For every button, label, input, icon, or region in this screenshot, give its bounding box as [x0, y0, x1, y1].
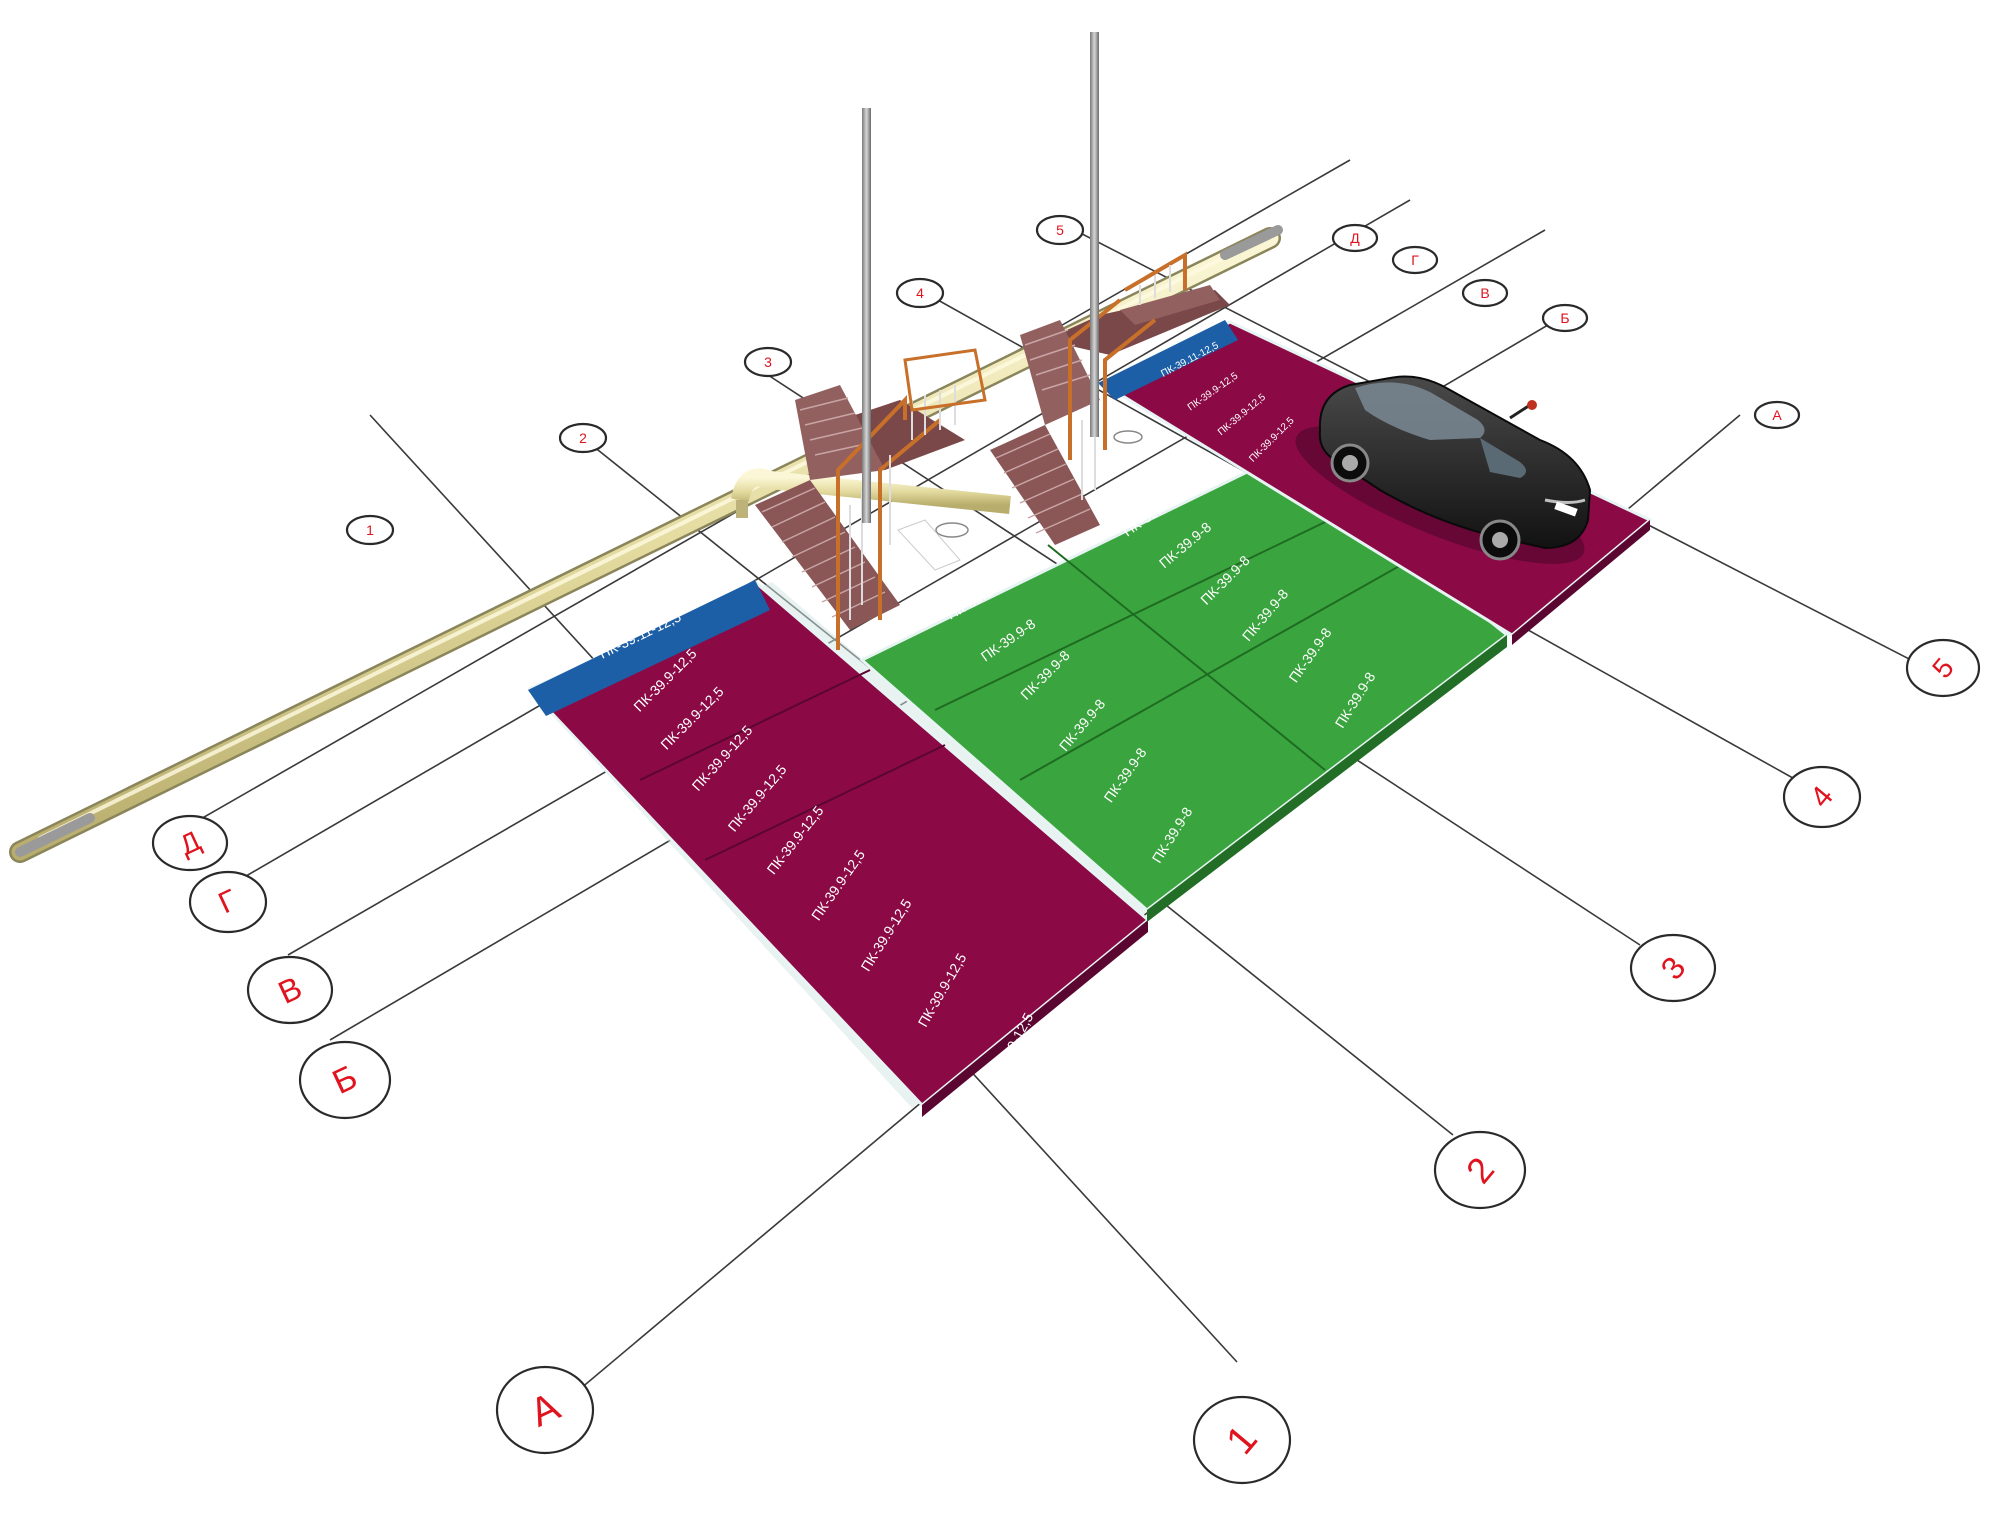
- mast-icon: [862, 32, 1099, 523]
- svg-text:Б: Б: [1560, 310, 1569, 326]
- extended-slab: [528, 580, 770, 716]
- svg-text:Г: Г: [1411, 252, 1419, 268]
- axis-marker-g: Г: [188, 870, 268, 934]
- svg-text:А: А: [1772, 407, 1782, 423]
- axis-marker-a: А: [495, 1365, 595, 1455]
- axis-marker-d: Д: [151, 814, 229, 872]
- axis-marker-2-far: 2: [558, 422, 608, 454]
- staircase-icon: [755, 251, 1230, 650]
- axis-marker-a-far: А: [1753, 400, 1801, 430]
- extended-slab: [1098, 320, 1238, 400]
- axis-marker-2: 2: [1433, 1130, 1527, 1210]
- svg-text:2: 2: [579, 430, 587, 446]
- svg-text:3: 3: [764, 354, 772, 370]
- axis-marker-3: 3: [1629, 933, 1717, 1003]
- axis-marker-1: 1: [1192, 1395, 1292, 1485]
- car-icon: [1295, 375, 1592, 564]
- axis-marker-3-far: 3: [743, 346, 793, 378]
- svg-text:В: В: [1480, 285, 1489, 301]
- axis-marker-5: 5: [1905, 638, 1981, 698]
- svg-text:5: 5: [1056, 222, 1064, 238]
- washbasin-icon: [1113, 430, 1143, 444]
- svg-text:Д: Д: [1350, 230, 1360, 246]
- axis-marker-1-far: 1: [345, 514, 395, 546]
- axis-marker-5-far: 5: [1035, 214, 1085, 246]
- axis-bubbles-foreground: А Б В Г Д 1 2 3: [151, 638, 1981, 1485]
- axis-marker-b: Б: [298, 1040, 392, 1120]
- axis-bubbles-background: А Б В Г Д 1 2 3: [345, 214, 1801, 546]
- slab-block-axes-1-2: ПК-39.11-12,5 ПК-39.9-12,5 ПК-39.9-12,5 …: [527, 580, 1151, 1117]
- axis-marker-v-far: В: [1461, 278, 1509, 308]
- axis-marker-g-far: Г: [1391, 245, 1439, 275]
- slab-block-axes-2-4: ПК-39.9-8 ПК-39.9-8 ПК-39.9-8 ПК-39.9-8 …: [859, 453, 1510, 922]
- axis-marker-b-far: Б: [1541, 303, 1589, 333]
- axis-line-v: [287, 229, 1546, 956]
- svg-text:1: 1: [366, 522, 374, 538]
- washbasin-icon: [935, 522, 969, 538]
- axis-marker-4: 4: [1782, 765, 1862, 829]
- axis-marker-4-far: 4: [895, 277, 945, 309]
- axis-marker-d-far: Д: [1331, 223, 1379, 253]
- svg-text:4: 4: [916, 285, 924, 301]
- axis-marker-v: В: [246, 955, 334, 1025]
